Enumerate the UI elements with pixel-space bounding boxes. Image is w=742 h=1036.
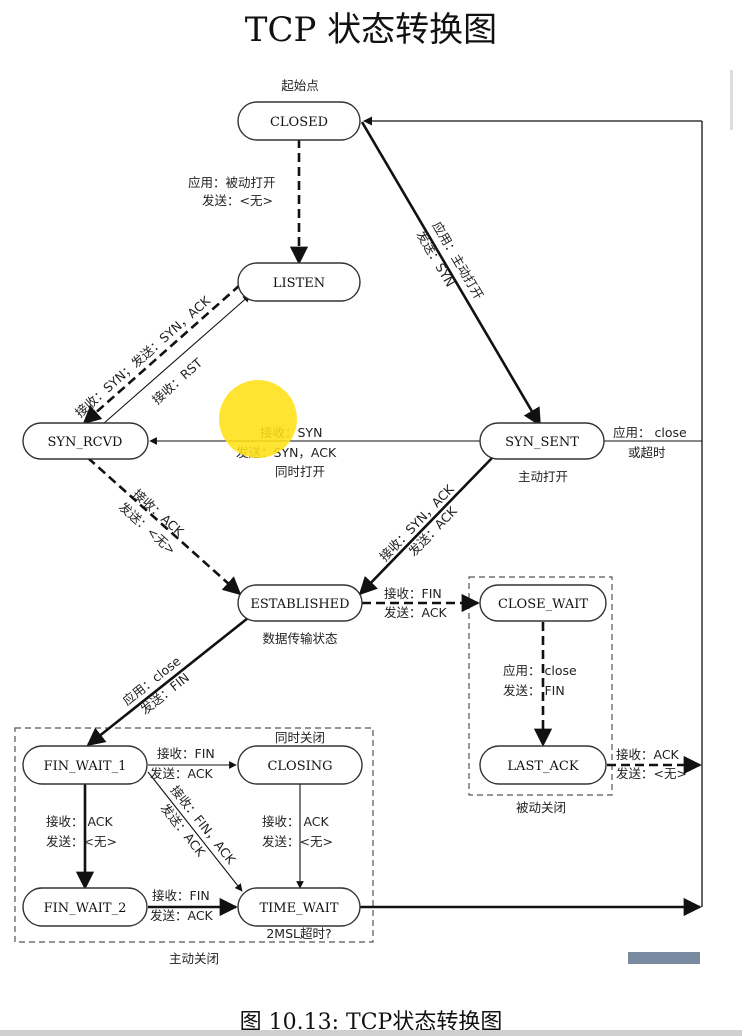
state-closed-label: CLOSED	[270, 115, 328, 130]
state-time-wait: TIME_WAIT	[237, 887, 361, 927]
state-fin-wait-2-label: FIN_WAIT_2	[44, 901, 127, 916]
state-syn-rcvd-label: SYN_RCVD	[48, 435, 123, 450]
label-finwait1-closing-2: 发送：ACK	[150, 766, 214, 781]
note-active-close: 主动关闭	[169, 951, 219, 966]
edge-closed-synsent	[360, 121, 542, 427]
state-close-wait-label: CLOSE_WAIT	[498, 597, 588, 612]
state-established: ESTABLISHED	[237, 584, 363, 622]
label-lastack-closed-1: 接收：ACK	[616, 747, 680, 762]
state-listen-label: LISTEN	[273, 276, 325, 291]
note-start: 起始点	[281, 78, 319, 93]
footer-bar	[0, 1030, 742, 1036]
edge-synrcvd-listen	[102, 294, 251, 425]
page-title: TCP 状态转换图	[244, 10, 498, 50]
label-closewait-lastack-2: 发送： FIN	[503, 683, 565, 698]
edge-synsent-est	[358, 457, 493, 596]
state-time-wait-label: TIME_WAIT	[259, 901, 338, 916]
note-simultaneous-open: 同时打开	[275, 464, 325, 479]
note-active-open: 主动打开	[518, 469, 568, 484]
cursor-highlight	[219, 380, 297, 458]
label-closewait-lastack-1: 应用： close	[503, 663, 577, 678]
passive-close-group	[468, 576, 613, 796]
powered-badge	[628, 952, 700, 964]
state-closing-label: CLOSING	[267, 759, 332, 774]
state-fin-wait-1: FIN_WAIT_1	[22, 745, 148, 785]
label-synsent-close-1: 应用： close	[613, 425, 687, 440]
state-last-ack-label: LAST_ACK	[507, 759, 578, 774]
label-finwait2-timewait-1: 接收：FIN	[152, 888, 210, 903]
edge-listen-synrcvd	[82, 284, 241, 425]
state-closing: CLOSING	[237, 745, 363, 785]
label-est-closewait-1: 接收：FIN	[384, 586, 442, 601]
state-established-label: ESTABLISHED	[250, 597, 349, 612]
label-est-closewait-2: 发送：ACK	[384, 605, 448, 620]
state-syn-sent: SYN_SENT	[479, 422, 605, 460]
label-finwait2-timewait-2: 发送：ACK	[150, 908, 214, 923]
label-synsent-close-2: 或超时	[628, 445, 666, 460]
state-fin-wait-1-label: FIN_WAIT_1	[44, 759, 127, 774]
label-closed-listen-2: 发送：<无>	[202, 193, 273, 208]
label-closing-timewait-2: 发送：<无>	[262, 834, 333, 849]
note-simultaneous-close: 同时关闭	[275, 730, 325, 745]
label-closed-listen-1: 应用：被动打开	[188, 175, 276, 190]
state-last-ack: LAST_ACK	[479, 745, 607, 785]
active-close-group	[14, 727, 374, 943]
scrollbar[interactable]	[730, 70, 733, 130]
label-closing-timewait-1: 接收： ACK	[262, 814, 330, 829]
note-timeout-2msl: 2MSL超时?	[266, 926, 331, 941]
state-syn-sent-label: SYN_SENT	[505, 435, 579, 450]
state-fin-wait-2: FIN_WAIT_2	[22, 887, 148, 927]
label-finwait1-finwait2-2: 发送：<无>	[46, 834, 117, 849]
state-listen: LISTEN	[237, 262, 361, 302]
state-syn-rcvd: SYN_RCVD	[22, 422, 149, 460]
state-close-wait: CLOSE_WAIT	[479, 584, 607, 622]
note-passive-close: 被动关闭	[516, 800, 566, 815]
label-finwait1-finwait2-1: 接收： ACK	[46, 814, 114, 829]
label-finwait1-closing-1: 接收：FIN	[157, 746, 215, 761]
edge-finwait1-timewait	[147, 771, 243, 892]
edge-est-finwait1	[86, 616, 249, 747]
state-closed: CLOSED	[237, 101, 361, 141]
note-data-transfer: 数据传输状态	[262, 631, 337, 646]
edge-synrcvd-est	[87, 457, 242, 596]
label-synrcvd-listen: 接收：RST	[149, 355, 205, 407]
label-lastack-closed-2: 发送：<无>	[616, 766, 687, 781]
